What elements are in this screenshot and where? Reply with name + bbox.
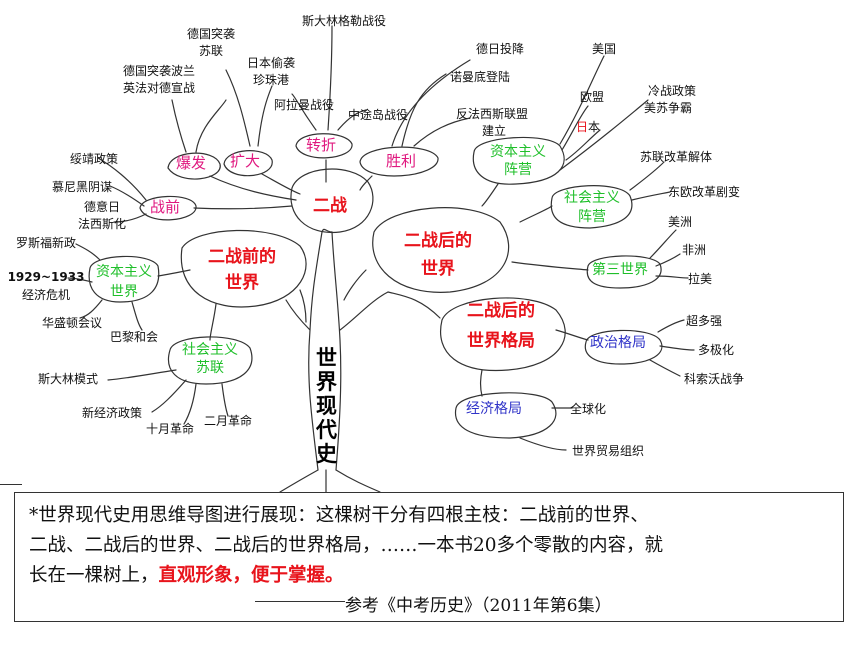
postwar-capitalist-label-1: 资本主义 <box>490 144 546 160</box>
africa-leaf: 非洲 <box>682 243 707 257</box>
trunk-label: 世界现代史 <box>316 346 337 466</box>
turning-leaf-b: 阿拉曼战役 <box>274 98 335 112</box>
turning-leaf-a: 斯大林格勒战役 <box>302 14 387 28</box>
before-leaf-b: 慕尼黑阴谋 <box>52 180 113 194</box>
paris-leaf: 巴黎和会 <box>110 330 159 344</box>
pattern-label-2: 世界格局 <box>467 331 535 351</box>
japan-leaf: 日本 <box>576 120 600 134</box>
february-leaf: 二月革命 <box>204 414 253 428</box>
economy-bubble <box>454 392 557 439</box>
americas-leaf: 美洲 <box>668 215 693 229</box>
east-europe-leaf: 东欧改革剧变 <box>668 185 741 199</box>
europe-leaf: 欧盟 <box>580 90 605 104</box>
prewar-socialist-bubble <box>168 336 253 385</box>
prewar-label-1: 二战前的 <box>208 247 276 267</box>
prewar-capitalist-bubble <box>88 255 160 303</box>
expansion-b-1: 日本偷袭 <box>246 56 295 70</box>
note-line-3-plain: 长在一棵树上， <box>29 565 159 586</box>
postwar-bubble <box>372 207 510 293</box>
note-box: *世界现代史用思维导图进行展现：这棵树干分有四根主枝：二战前的世界、 二战、二战… <box>14 492 844 622</box>
latam-leaf: 拉美 <box>688 272 713 286</box>
postwar-socialist-label-2: 阵营 <box>578 209 606 225</box>
left-divider <box>0 484 22 485</box>
postwar-socialist-bubble <box>550 185 633 229</box>
note-source: 参考《中考历史》（2011年第6集） <box>345 596 612 616</box>
war-label: 二战 <box>313 196 347 216</box>
prewar-socialist-label-2: 苏联 <box>196 360 224 376</box>
superpower-leaf: 超多强 <box>686 314 723 328</box>
nep-leaf: 新经济政策 <box>82 406 143 420</box>
victory-leaf-c-2: 建立 <box>482 124 507 138</box>
new-deal-leaf: 罗斯福新政 <box>16 236 77 250</box>
pattern-bubble <box>440 297 566 372</box>
cold-war-leaf-1: 冷战政策 <box>648 84 697 98</box>
before-label: 战前 <box>150 198 181 216</box>
note-highlight: 直观形象，便于掌握。 <box>158 565 344 586</box>
crisis-leaf-2: 经济危机 <box>21 288 70 302</box>
crisis-leaf-1: 1929~1933 <box>7 270 85 284</box>
prewar-capitalist-label-1: 资本主义 <box>96 264 152 280</box>
outbreak-label: 爆发 <box>176 154 207 172</box>
usa-leaf: 美国 <box>592 42 617 56</box>
politics-label: 政治格局 <box>590 335 646 351</box>
economy-label: 经济格局 <box>466 401 522 417</box>
wto-leaf: 世界贸易组织 <box>572 444 645 458</box>
expansion-label: 扩大 <box>230 152 261 170</box>
politics-bubble <box>584 329 663 365</box>
before-leaf-a: 绥靖政策 <box>70 152 119 166</box>
pattern-label-1: 二战后的 <box>467 301 535 321</box>
turning-bubble <box>295 133 353 159</box>
expansion-a-2: 苏联 <box>198 44 223 58</box>
third-world-label: 第三世界 <box>592 262 648 278</box>
victory-leaf-c-1: 反法西斯联盟 <box>456 107 529 121</box>
postwar-socialist-label-1: 社会主义 <box>564 190 620 206</box>
source-dash <box>255 601 345 602</box>
japan-leaf-rest: 本 <box>588 120 601 134</box>
japan-leaf-first: 日 <box>576 120 589 134</box>
before-leaf-c-2: 法西斯化 <box>77 217 126 231</box>
note-line-2: 二战、二战后的世界、二战后的世界格局，……一本书20多个零散的内容，就 <box>29 535 664 556</box>
globalization-leaf: 全球化 <box>570 402 607 416</box>
postwar-label-2: 世界 <box>421 259 455 279</box>
turning-leaf-c: 中途岛战役 <box>348 108 409 122</box>
prewar-bubble <box>180 229 307 308</box>
war-bubble <box>290 168 374 234</box>
before-bubble <box>139 195 197 221</box>
note-line-1: *世界现代史用思维导图进行展现：这棵树干分有四根主枝：二战前的世界、 <box>29 505 649 526</box>
note-line-3: 长在一棵树上，直观形象，便于掌握。 <box>29 561 344 587</box>
prewar-socialist-label-1: 社会主义 <box>182 342 238 358</box>
turning-label: 转折 <box>306 136 337 154</box>
before-leaf-c-1: 德意日 <box>83 200 120 214</box>
prewar-capitalist-label-2: 世界 <box>110 284 138 300</box>
outbreak-bubble <box>167 152 221 180</box>
postwar-capitalist-bubble <box>472 136 565 185</box>
victory-label: 胜利 <box>386 152 417 170</box>
kosovo-leaf: 科索沃战争 <box>684 372 745 386</box>
multipolar-leaf: 多极化 <box>698 343 735 357</box>
expansion-b-2: 珍珠港 <box>252 73 289 87</box>
victory-leaf-b: 诺曼底登陆 <box>450 70 511 84</box>
expansion-bubble <box>223 150 273 177</box>
washington-leaf: 华盛顿会议 <box>42 316 103 330</box>
victory-bubble <box>359 146 439 177</box>
cold-war-leaf-2: 美苏争霸 <box>644 101 693 115</box>
outbreak-leaf-1: 德国突袭波兰 <box>122 64 195 78</box>
stalin-model-leaf: 斯大林模式 <box>38 372 99 386</box>
third-world-bubble <box>586 255 662 289</box>
prewar-label-2: 世界 <box>225 273 259 293</box>
postwar-label-1: 二战后的 <box>404 231 472 251</box>
outbreak-leaf-2: 英法对德宣战 <box>122 81 195 95</box>
postwar-capitalist-label-2: 阵营 <box>504 162 532 178</box>
october-leaf: 十月革命 <box>146 422 195 436</box>
victory-leaf-a: 德日投降 <box>476 42 525 56</box>
ussr-reform-leaf: 苏联改革解体 <box>640 150 713 164</box>
expansion-a-1: 德国突袭 <box>186 27 235 41</box>
